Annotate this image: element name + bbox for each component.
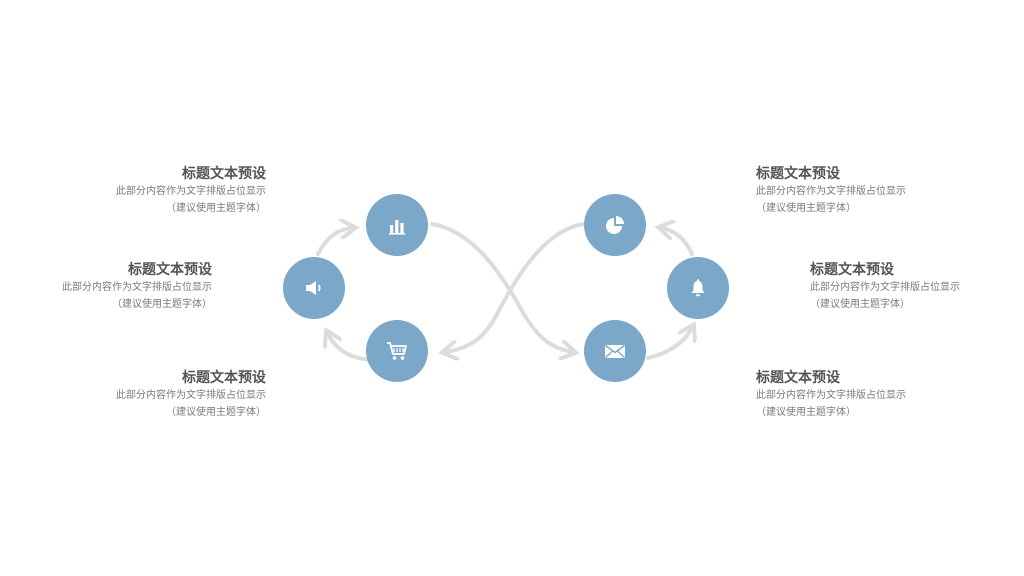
block-body-line: 此部分内容作为文字排版占位显示 <box>756 186 906 197</box>
arrow-mail-to-bell <box>646 328 692 360</box>
text-block-left-middle: 标题文本预设 此部分内容作为文字排版占位显示 （建议使用主题字体） <box>0 261 212 313</box>
block-body-line: 此部分内容作为文字排版占位显示 <box>810 282 960 293</box>
mail-node <box>584 320 646 382</box>
block-body-note: （建议使用主题字体） <box>810 299 910 310</box>
block-body-line: 此部分内容作为文字排版占位显示 <box>116 390 266 401</box>
arrow-pie-to-cart <box>446 222 586 352</box>
block-body-line: 此部分内容作为文字排版占位显示 <box>116 186 266 197</box>
block-title: 标题文本预设 <box>128 262 212 278</box>
pie-chart-node <box>584 194 646 256</box>
block-title: 标题文本预设 <box>756 166 840 182</box>
text-block-right-top: 标题文本预设 此部分内容作为文字排版占位显示 （建议使用主题字体） <box>756 165 996 217</box>
block-body-note: （建议使用主题字体） <box>756 407 856 418</box>
block-body-note: （建议使用主题字体） <box>166 407 266 418</box>
speaker-icon <box>306 281 321 295</box>
block-body-note: （建议使用主题字体） <box>756 203 856 214</box>
block-body-note: （建议使用主题字体） <box>112 299 212 310</box>
bell-icon <box>691 279 705 297</box>
block-title: 标题文本预设 <box>182 370 266 386</box>
block-body-note: （建议使用主题字体） <box>166 203 266 214</box>
speaker-node <box>283 257 345 319</box>
block-body-line: 此部分内容作为文字排版占位显示 <box>756 390 906 401</box>
text-block-right-middle: 标题文本预设 此部分内容作为文字排版占位显示 （建议使用主题字体） <box>810 261 1010 313</box>
arrow-bell-to-pie <box>662 228 694 256</box>
cart-icon <box>387 342 407 360</box>
bar-chart-node <box>366 194 428 256</box>
pie-chart-icon <box>606 216 624 234</box>
bell-node <box>667 257 729 319</box>
block-title: 标题文本预设 <box>182 166 266 182</box>
text-block-left-bottom: 标题文本预设 此部分内容作为文字排版占位显示 （建议使用主题字体） <box>26 369 266 421</box>
arrow-chart-to-mail <box>430 222 572 352</box>
arrow-speaker-to-chart <box>316 228 352 256</box>
cart-node <box>366 320 428 382</box>
block-body-line: 此部分内容作为文字排版占位显示 <box>62 282 212 293</box>
text-block-right-bottom: 标题文本预设 此部分内容作为文字排版占位显示 （建议使用主题字体） <box>756 369 996 421</box>
text-block-left-top: 标题文本预设 此部分内容作为文字排版占位显示 （建议使用主题字体） <box>26 165 266 217</box>
block-title: 标题文本预设 <box>756 370 840 386</box>
block-title: 标题文本预设 <box>810 262 894 278</box>
mail-icon <box>605 344 625 358</box>
bar-chart-icon <box>389 220 405 235</box>
